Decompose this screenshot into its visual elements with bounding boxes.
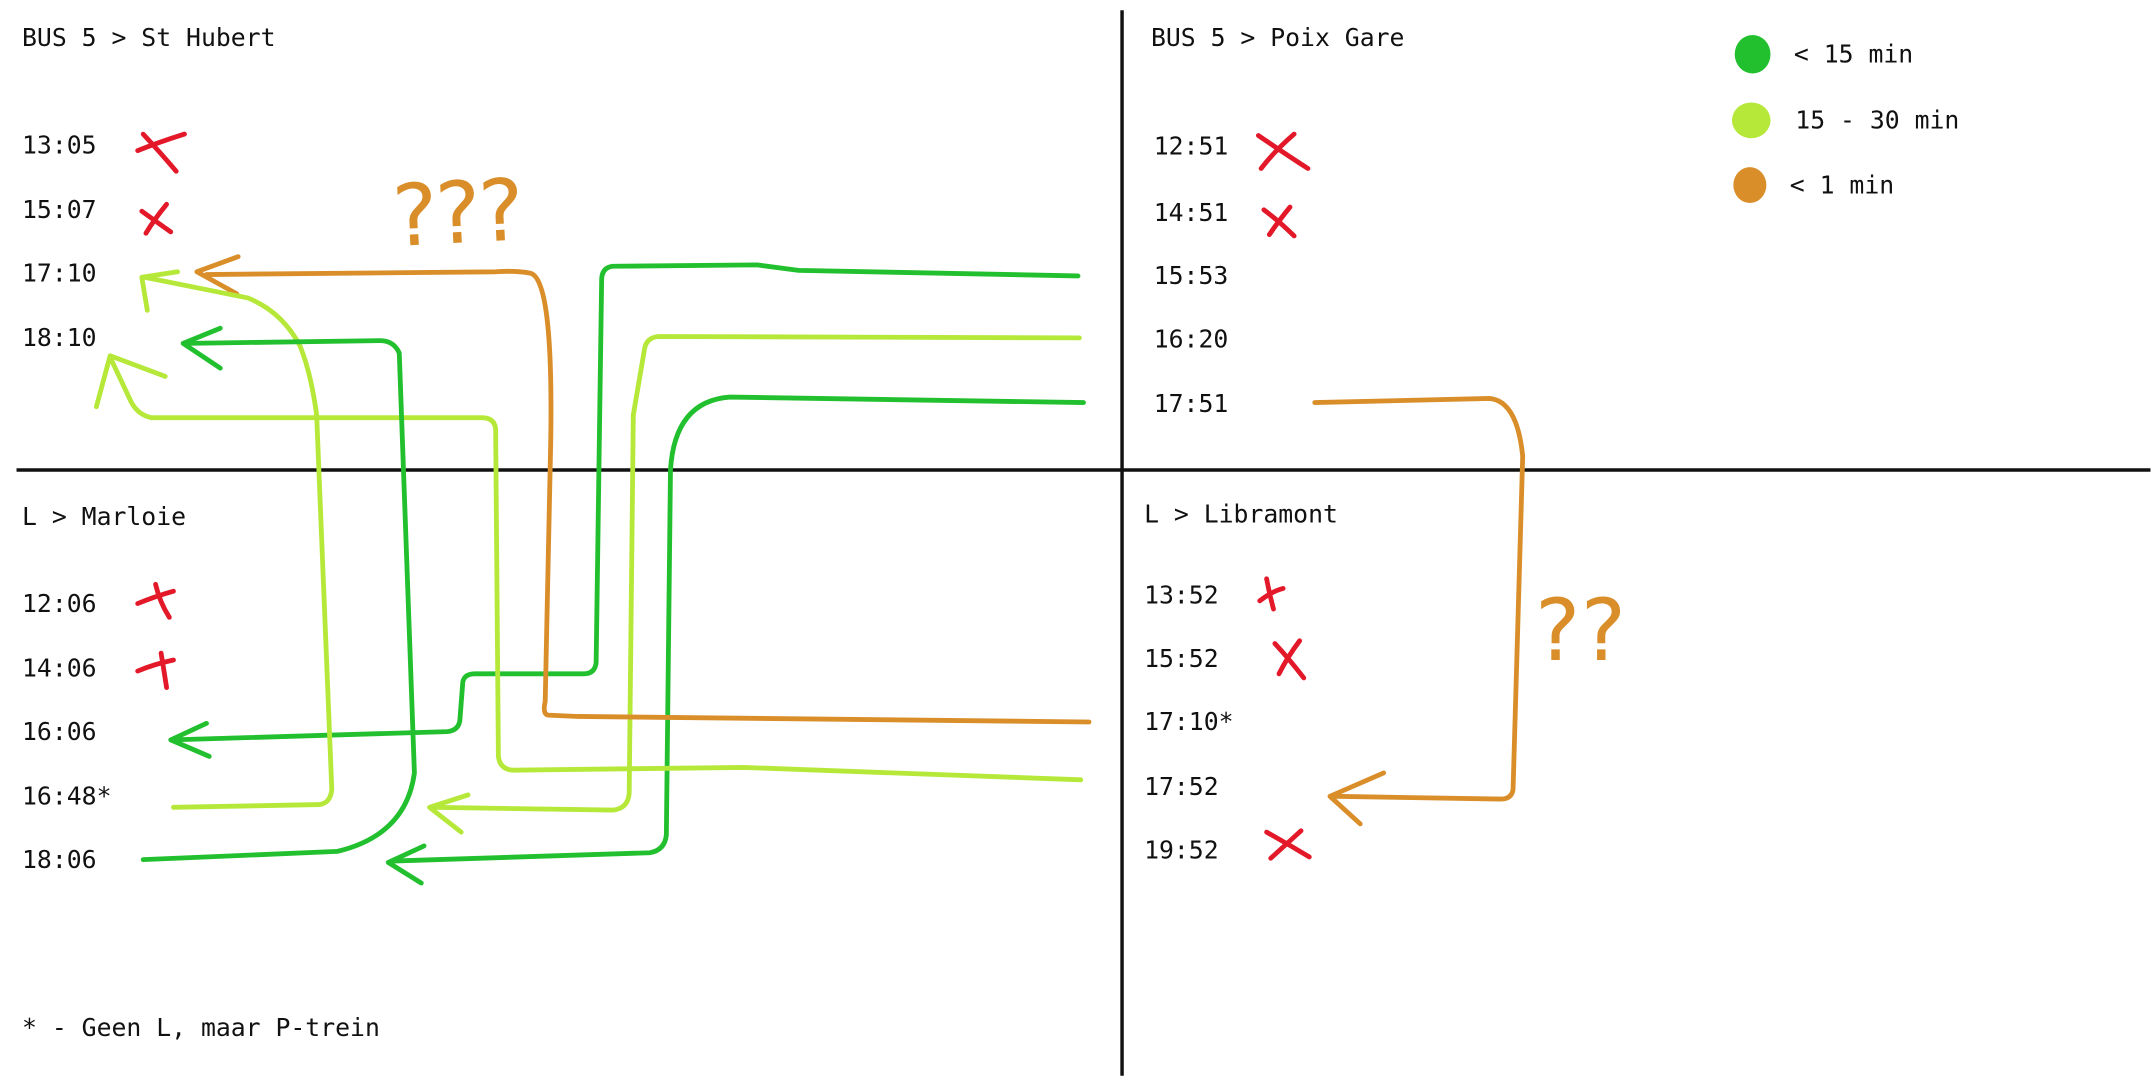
arrow-head-icon [427,792,471,835]
quadrant-l-libramont: L > Libramont 13:52 15:52 17:10* 17:52 1… [1144,499,1338,864]
quadrant-title: BUS 5 > St Hubert [22,23,275,52]
legend-label: < 15 min [1794,40,1913,69]
footnote: * - Geen L, maar P-trein [22,1013,380,1042]
connection-line [389,394,1086,864]
connection-line [140,338,417,863]
connection-line [142,274,335,810]
time-label: 16:48* [22,782,111,811]
cancellation-marks [135,131,1312,861]
cancelled-x-icon [135,131,187,174]
cancelled-x-icon [1264,828,1312,861]
time-label: 17:51 [1154,389,1229,418]
legend-label: < 1 min [1790,170,1894,199]
legend: < 15 min 15 - 30 min < 1 min [1731,34,1959,203]
legend-swatch-lime [1731,102,1771,139]
connection-line [1312,396,1526,802]
arrow-head-icon [168,720,212,759]
quadrant-title: L > Marloie [22,502,186,531]
time-label: 14:51 [1154,198,1229,227]
cancelled-x-icon [1261,204,1297,239]
legend-swatch-green [1734,34,1771,74]
connection-line [169,262,1081,743]
time-label: 12:51 [1154,132,1229,161]
time-label: 16:20 [1154,325,1229,354]
cancelled-x-icon [1257,576,1286,612]
arrow-head-icon [139,269,181,313]
time-label: 15:53 [1154,261,1229,290]
time-label: 17:10 [22,258,97,287]
arrow-head-icon [93,353,168,410]
time-label: 18:10 [22,323,97,352]
question-marks: ??? [386,162,521,268]
cancelled-x-icon [135,650,176,690]
question-marks: ?? [1531,582,1623,681]
time-label: 17:10* [1144,707,1233,736]
time-label: 18:06 [22,845,97,874]
time-label: 13:52 [1144,581,1219,610]
quadrant-bus5-poix-gare: BUS 5 > Poix Gare 12:51 14:51 15:53 16:2… [1151,23,1404,418]
connection-line [204,268,1092,725]
quadrant-title: BUS 5 > Poix Gare [1151,23,1404,52]
cancelled-x-icon [1272,638,1307,681]
cancelled-x-icon [135,581,176,620]
connection-line [431,334,1082,813]
legend-label: 15 - 30 min [1795,106,1959,135]
quadrant-l-marloie: L > Marloie 12:06 14:06 16:06 16:48* 18:… [22,502,380,1042]
arrow-head-icon [180,325,223,371]
arrow-head-icon [194,254,241,297]
arrow-head-icon [1327,770,1387,827]
time-label: 13:05 [22,130,97,159]
time-label: 17:52 [1144,772,1219,801]
legend-swatch-orange [1733,167,1767,203]
connection-line [107,354,1084,783]
cancelled-x-icon [1255,131,1311,171]
cancelled-x-icon [139,201,174,236]
quadrant-title: L > Libramont [1144,499,1338,528]
quadrant-bus5-st-hubert: BUS 5 > St Hubert 13:05 15:07 17:10 18:1… [22,23,275,352]
time-label: 15:52 [1144,644,1219,673]
time-label: 12:06 [22,589,97,618]
time-label: 19:52 [1144,835,1219,864]
time-label: 14:06 [22,654,97,683]
arrow-head-icon [385,843,427,886]
connection-arrows [93,254,1526,886]
time-label: 16:06 [22,717,97,746]
time-label: 15:07 [22,195,97,224]
